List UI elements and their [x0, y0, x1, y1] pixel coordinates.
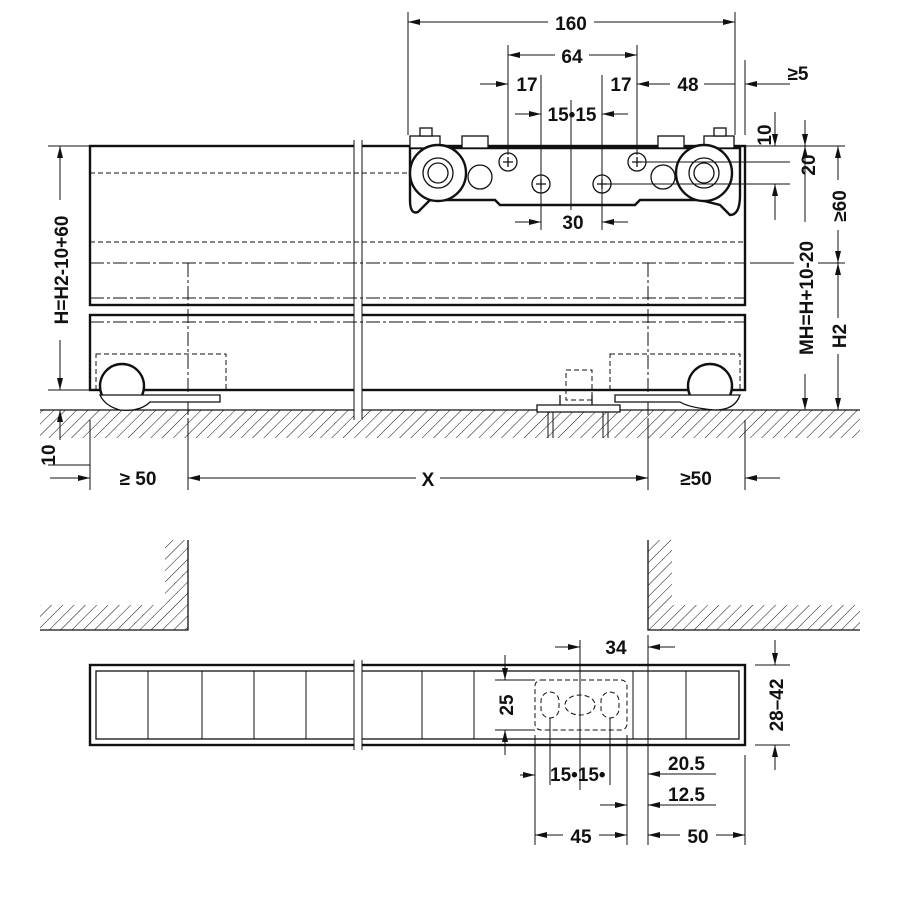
dimension-label: 160 [555, 14, 587, 35]
plan-dimensions: 34 25 28–42 15•15• 20.5 12.5 45 50 [495, 635, 790, 848]
carriage-fitting [408, 127, 742, 217]
dimension-label: 17 [516, 75, 537, 96]
dimension-label: 25 [497, 694, 518, 716]
dimension-label: 30 [562, 213, 583, 234]
dimension-label: 15•15 [548, 105, 597, 126]
dimension-label: 64 [561, 47, 583, 68]
elevation-dimensions: 160 64 17 17 48 ≥5 15•15 30 10 20 MH=H+1… [39, 10, 851, 491]
dimension-label: H=H2-10+60 [52, 216, 73, 325]
door-plan [88, 660, 747, 750]
dimension-label: 17 [610, 75, 631, 96]
dimension-label: X [422, 470, 435, 491]
dimension-label: 20 [799, 154, 820, 175]
dimension-label: 15•15• [550, 765, 606, 786]
dimension-label: 34 [605, 638, 627, 659]
dimension-label: ≥5 [788, 64, 809, 85]
dimension-label: ≥ 50 [120, 469, 157, 490]
floor [40, 409, 860, 438]
dimension-label: MH=H+10-20 [797, 241, 818, 355]
dimension-label: 12.5 [668, 785, 705, 806]
dimension-label: 28–42 [767, 679, 788, 732]
bottom-rollers [98, 362, 741, 438]
walls-plan [40, 540, 860, 631]
dimension-label: ≥50 [680, 469, 712, 490]
dimension-label: 50 [687, 827, 708, 848]
dimension-label: H2 [830, 324, 851, 348]
dimension-label: 20.5 [668, 754, 705, 775]
dimension-label: 10 [755, 124, 776, 145]
dimension-label: ≥60 [830, 190, 851, 222]
dimension-label: 45 [570, 827, 592, 848]
dimension-label: 10 [39, 444, 60, 465]
dimension-label: 48 [677, 75, 698, 96]
